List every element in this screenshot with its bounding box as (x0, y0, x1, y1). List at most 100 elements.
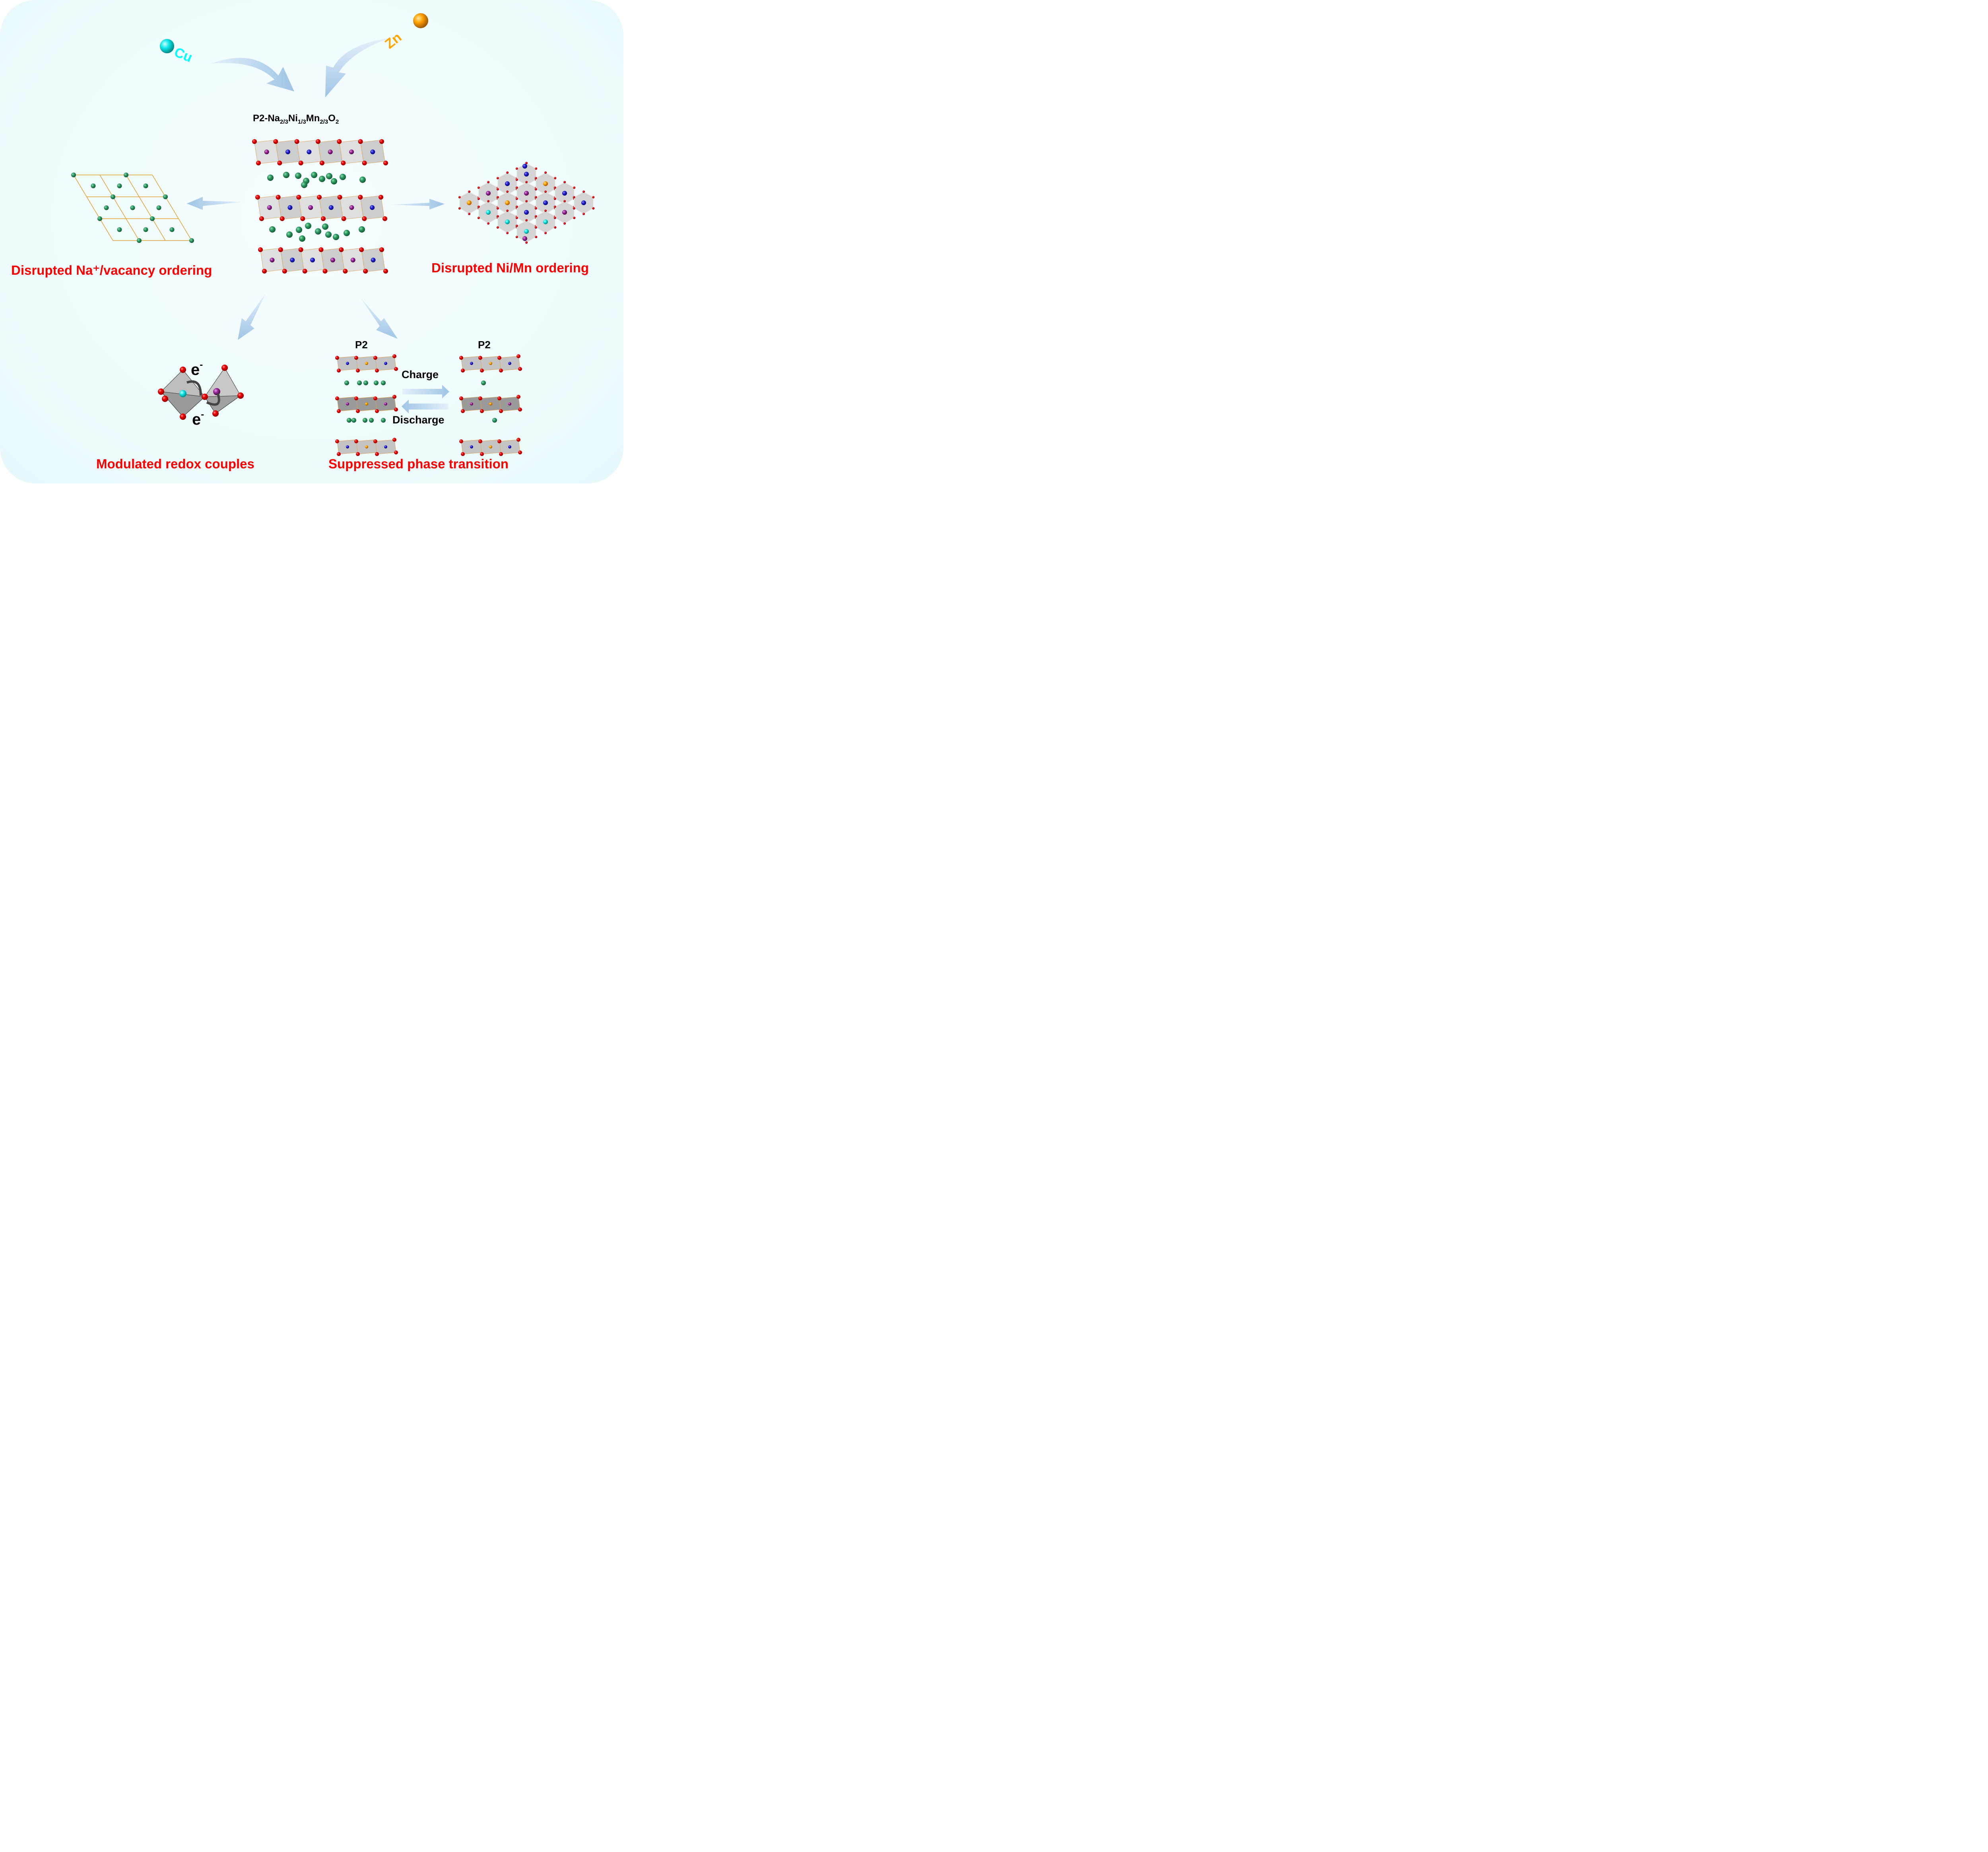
transition-metal-atom (522, 236, 527, 241)
sodium-atom (319, 176, 325, 182)
sodium-atom (363, 380, 368, 385)
transition-metal-atom (543, 200, 548, 205)
transition-metal-atom (543, 181, 548, 186)
oxygen-atom (459, 439, 463, 443)
oxygen-atom (212, 410, 219, 417)
oxygen-atom (252, 139, 257, 144)
transition-metal-atom (505, 200, 510, 205)
oxygen-atom (316, 139, 320, 144)
ni-atom (290, 258, 295, 262)
lattice-line (73, 175, 113, 241)
oxygen-atom (343, 269, 348, 274)
mn-atom (330, 258, 335, 262)
discharge-label: Discharge (392, 414, 445, 426)
oxygen-atom (480, 409, 484, 413)
oxygen-atom (459, 356, 463, 360)
oxygen-atom (573, 217, 576, 219)
ni-atom (370, 205, 375, 210)
oxygen-atom (354, 396, 358, 400)
oxygen-atom (496, 215, 499, 217)
oxygen-atom (461, 452, 465, 456)
oxygen-atom (262, 269, 267, 274)
oxygen-atom (592, 207, 595, 210)
p2-structure-charged (459, 354, 522, 456)
oxygen-atom (497, 356, 501, 360)
mn-atom (328, 149, 333, 154)
oxygen-atom (487, 222, 489, 225)
sodium-atom (344, 230, 350, 236)
oxygen-atom (525, 219, 528, 221)
transition-metal-atom (470, 445, 473, 448)
oxygen-atom (515, 167, 518, 170)
oxygen-atom (373, 356, 377, 360)
oxygen-atom (277, 161, 282, 165)
sodium-atom (381, 418, 386, 423)
oxygen-atom (544, 171, 547, 174)
p2-structure-discharged (335, 354, 398, 456)
oxygen-atom (487, 200, 489, 202)
oxygen-atom (468, 213, 470, 215)
sodium-atom (296, 227, 302, 233)
oxygen-atom (553, 186, 556, 189)
sodium-atom (267, 175, 274, 181)
oxygen-atom (515, 179, 518, 181)
lattice-line (152, 175, 192, 241)
oxygen-atom (383, 269, 388, 274)
mn-center-atom (213, 388, 220, 395)
oxygen-atom (477, 186, 480, 189)
ni-atom (307, 149, 312, 154)
transition-metal-atom (489, 402, 492, 406)
oxygen-atom (487, 181, 489, 183)
sodium-site (117, 227, 122, 232)
electron-transfer-arrow (186, 380, 202, 396)
oxygen-atom (515, 217, 518, 219)
sodium-atom (340, 174, 346, 180)
oxygen-atom (518, 408, 522, 412)
oxygen-atom (394, 450, 398, 454)
formula-subscript: 2 (335, 118, 339, 125)
oxygen-atom (496, 177, 499, 179)
sodium-atom (305, 223, 311, 229)
oxygen-atom (202, 394, 208, 400)
sodium-site (169, 227, 175, 232)
oxygen-atom (544, 190, 547, 193)
oxygen-atom (534, 177, 537, 179)
sodium-atom (359, 226, 365, 233)
oxygen-atom (354, 439, 358, 443)
oxygen-atom (477, 217, 480, 219)
oxygen-atom (563, 222, 566, 225)
oxygen-atom (525, 162, 528, 164)
transition-metal-atom (467, 200, 472, 205)
oxygen-atom (582, 213, 585, 215)
oxygen-atom (468, 190, 470, 193)
sodium-atom (359, 177, 366, 183)
oxygen-atom (496, 207, 499, 210)
oxygen-atom (497, 439, 501, 443)
oxygen-atom (280, 216, 285, 221)
mn-atom (349, 149, 354, 154)
sodium-atom (363, 418, 367, 423)
transition-metal-atom (543, 219, 548, 224)
electron-transfer-arrow (206, 393, 220, 406)
oxygen-atom (362, 161, 367, 165)
formula-subscript: 2/3 (280, 118, 288, 125)
discharge-arrow (402, 400, 448, 413)
diagram-artwork (71, 13, 595, 456)
oxygen-atom (573, 186, 576, 189)
ni-atom (310, 258, 315, 262)
sodium-site (150, 216, 155, 221)
phase-label-right: P2 (478, 339, 491, 351)
oxygen-atom (298, 247, 303, 252)
oxygen-atom (477, 198, 480, 200)
oxygen-atom (497, 396, 501, 400)
oxygen-atom (375, 369, 379, 373)
transition-metal-atom (522, 164, 527, 169)
oxygen-atom (480, 452, 484, 456)
electron-label-bottom: e- (192, 409, 204, 429)
mn-atom (264, 149, 269, 154)
oxygen-atom (478, 439, 482, 443)
oxygen-atom (461, 409, 465, 413)
transition-metal-atom (365, 445, 368, 448)
oxygen-atom (298, 161, 303, 165)
transition-metal-atom (508, 402, 511, 406)
